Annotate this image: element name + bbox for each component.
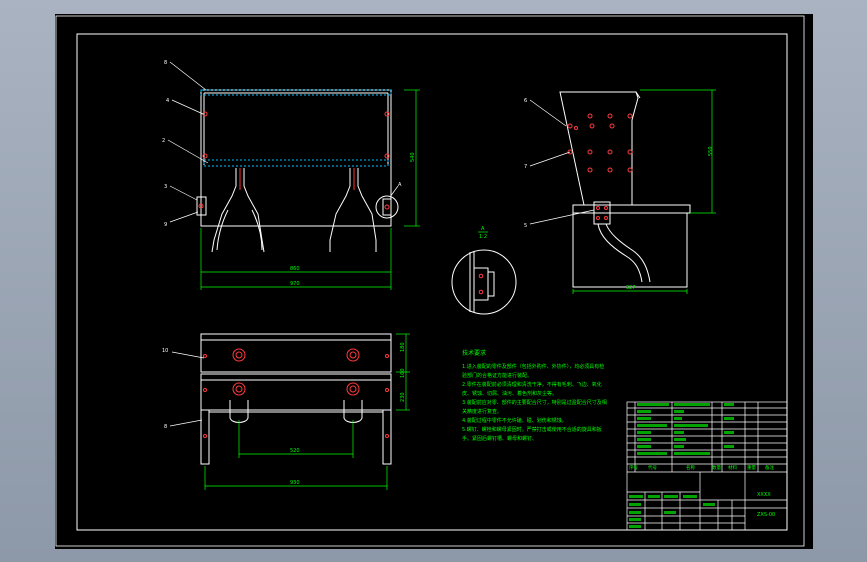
sheet-outer-frame — [55, 15, 805, 547]
title-header-material: 材料 — [728, 464, 737, 471]
detail-a-callout-circle[interactable] — [375, 195, 399, 219]
title-company: XXXX — [757, 492, 771, 498]
front-left-bracket — [196, 196, 207, 216]
title-header-code: 代号 — [648, 464, 657, 471]
front-lid-hatch — [200, 89, 392, 96]
detail-a-label: A — [481, 226, 485, 232]
side-tube — [597, 223, 651, 283]
side-balloon-6: 6 — [524, 98, 527, 104]
top-dim-right-top: 180 — [400, 342, 406, 352]
title-header-qty: 数量 — [712, 464, 721, 471]
detail-a-scale: 1:2 — [479, 234, 487, 240]
side-view[interactable] — [559, 91, 691, 288]
front-box-outline — [200, 89, 392, 227]
top-left-leg — [200, 409, 210, 465]
front-balloon-4: 4 — [166, 98, 169, 104]
front-shelf — [203, 159, 389, 167]
notes-line: 3.装配前应对零、部件的主要配合尺寸，特别是过盈配合尺寸及相 — [462, 399, 607, 406]
side-dim-height: 550 — [708, 146, 714, 156]
notes-line: 验部门的合格证方能进行装配。 — [462, 372, 532, 379]
notes-line: 关精度进行复查。 — [462, 408, 502, 415]
parts-list-entries — [629, 403, 734, 528]
side-base-box — [572, 212, 688, 288]
side-balloon-5: 5 — [524, 223, 527, 229]
front-balloon-3: 3 — [164, 184, 167, 190]
top-dim-spacing: 520 — [290, 448, 300, 454]
title-block-frame — [626, 401, 788, 531]
front-dim-outer: 970 — [290, 281, 300, 287]
side-hole — [587, 113, 593, 119]
front-balloon-9: 9 — [164, 222, 167, 228]
front-view-leaders — [167, 61, 399, 223]
side-balloon-7: 7 — [524, 164, 527, 170]
top-dim-total: 930 — [290, 480, 300, 486]
notes-line: 5.螺钉、螺栓和螺母紧固时，严禁打击或使用不合适的旋具和扳 — [462, 426, 602, 433]
top-view-leaders — [169, 351, 205, 427]
top-dim-right-mid: 160 — [400, 368, 406, 378]
front-dim-height: 540 — [410, 152, 416, 162]
title-drawing-no: ZXS-00 — [757, 512, 775, 518]
top-right-leg — [382, 409, 392, 465]
top-balloon-10: 10 — [162, 348, 168, 354]
title-header-weight: 重量 — [747, 464, 756, 471]
drawing-canvas[interactable] — [55, 14, 813, 549]
notes-line: 2.零件在装配前必须清理和清洗干净，不得有毛刺、飞边、氧化 — [462, 381, 602, 388]
notes-line: 1.进入装配的零件及部件（包括外购件、外协件），均必须具有检 — [462, 363, 604, 370]
sheet-inner-frame — [76, 33, 788, 531]
front-right-clamp — [329, 168, 377, 252]
top-balloon-8: 8 — [164, 424, 167, 430]
top-lower-tray — [200, 373, 392, 411]
title-header-name: 名称 — [686, 464, 695, 471]
front-dim-inner: 860 — [290, 266, 300, 272]
notes-line: 手。紧固后螺钉槽、螺母和螺钉、 — [462, 435, 537, 442]
side-bracket — [593, 201, 611, 225]
notes-line: 4.装配过程中零件不允许磕、碰、划伤和锈蚀。 — [462, 417, 567, 424]
front-view-dimensions — [200, 89, 420, 290]
detail-a-circle — [451, 249, 517, 315]
side-view-leaders — [529, 99, 595, 225]
side-dim-base: 327 — [626, 285, 636, 291]
front-left-clamp — [211, 168, 265, 253]
side-view-dimensions — [572, 89, 716, 294]
top-dim-right-low: 230 — [400, 392, 406, 402]
notes-line: 皮、锈蚀、切屑、油污、着色剂和灰尘等。 — [462, 390, 557, 397]
top-upper-tray — [200, 333, 392, 373]
detail-a-view[interactable] — [451, 249, 517, 315]
notes-title: 技术要求 — [462, 349, 486, 357]
front-balloon-8: 8 — [164, 60, 167, 66]
front-detail-tag: A — [398, 182, 402, 188]
top-view-dimensions — [204, 333, 410, 490]
title-block[interactable] — [626, 401, 788, 531]
title-header-remark: 备注 — [765, 464, 774, 471]
front-balloon-2: 2 — [162, 138, 165, 144]
top-ring — [232, 348, 246, 362]
title-header-no: 序号 — [629, 464, 638, 471]
technical-notes[interactable]: 技术要求 1.进入装配的零件及部件（包括外购件、外协件），均必须具有检 验部门的… — [462, 349, 607, 442]
